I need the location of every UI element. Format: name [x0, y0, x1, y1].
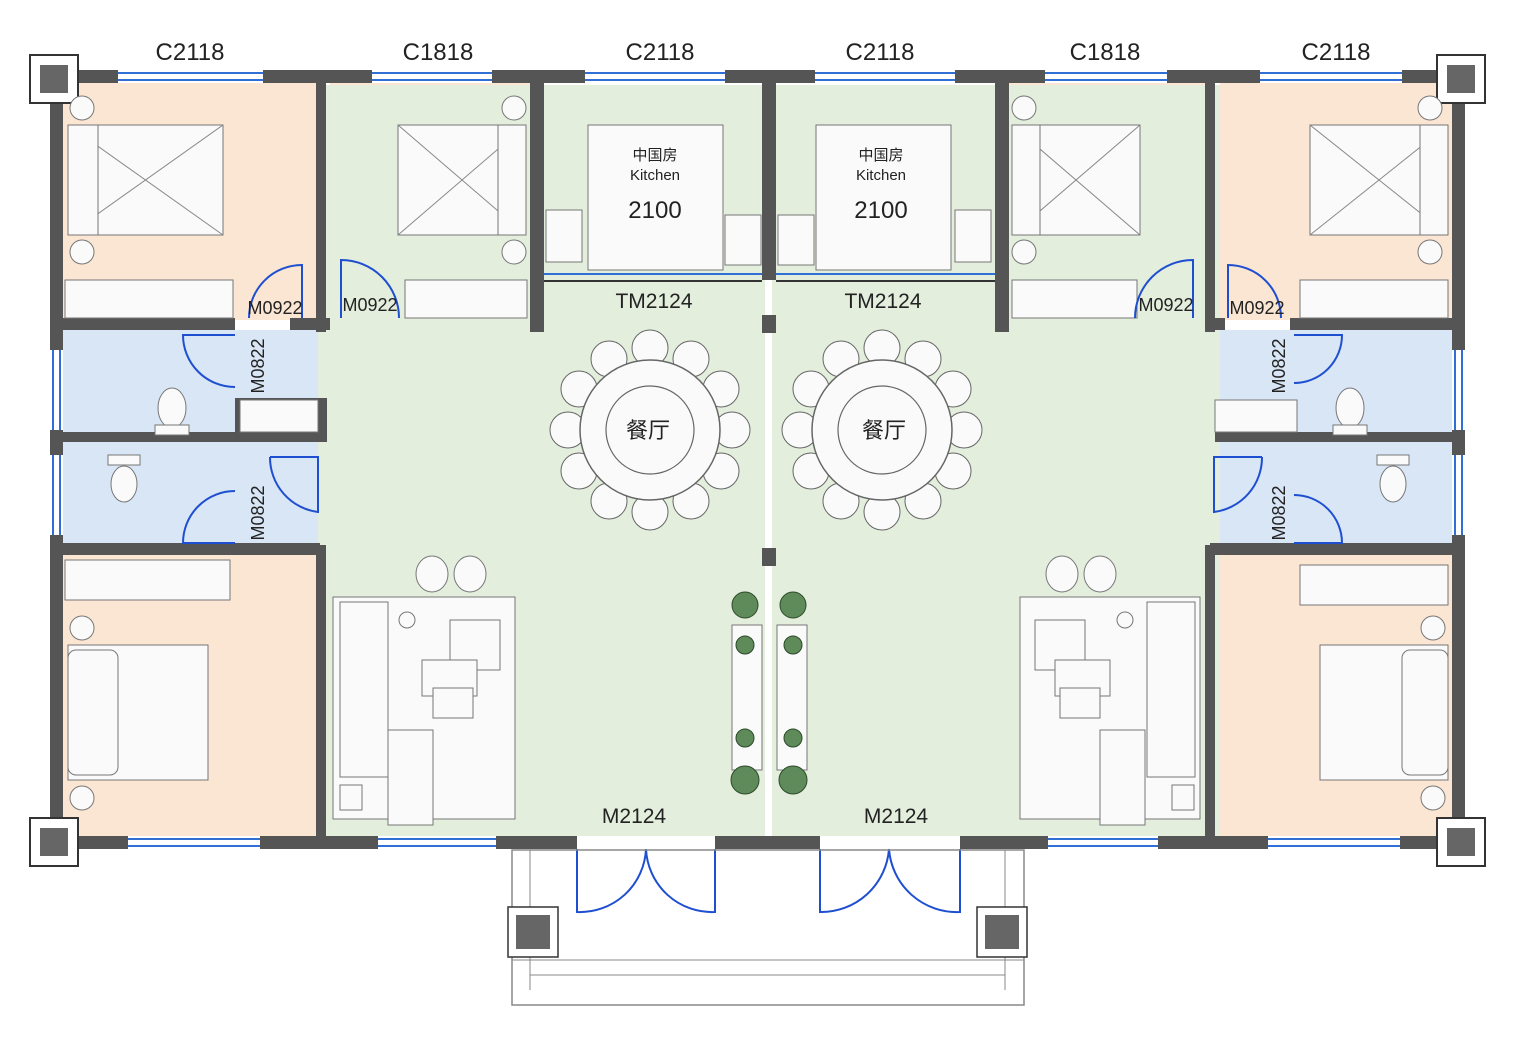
door-label-tm-left: TM2124 — [615, 290, 692, 313]
kitchen-left — [545, 124, 762, 271]
door-label-m0922-c: M0922 — [1138, 295, 1193, 315]
door-label-m0922-b: M0922 — [342, 295, 397, 315]
door-label-m0822-a: M0822 — [248, 338, 268, 393]
living-furniture-right — [1019, 555, 1201, 826]
door-label-entry-right: M2124 — [864, 805, 929, 828]
window-label-3: C2118 — [626, 39, 695, 66]
door-label-m0922-a: M0922 — [247, 298, 302, 318]
kitchen-left-size: 2100 — [628, 197, 681, 224]
door-label-m0922-d: M0922 — [1229, 298, 1284, 318]
window-label-5: C1818 — [1070, 39, 1141, 66]
kitchen-left-name-en: Kitchen — [630, 167, 680, 184]
bathroom-fixtures — [107, 387, 1410, 503]
corner-columns — [29, 54, 1486, 867]
door-label-m0822-c: M0822 — [1269, 338, 1289, 393]
window-label-4: C2118 — [846, 39, 915, 66]
dining-label-left: 餐厅 — [626, 418, 670, 443]
dining-table-right — [781, 329, 983, 531]
bedroom-furniture — [64, 95, 1449, 811]
dining-label-right: 餐厅 — [862, 418, 906, 443]
kitchen-right — [777, 124, 992, 271]
door-swings — [181, 258, 1344, 914]
dining-table-left — [549, 329, 751, 531]
wall-bottom — [50, 836, 1465, 849]
kitchen-right-name-cn: 中国房 — [858, 147, 903, 164]
window-label-2: C1818 — [403, 39, 474, 66]
front-porch — [507, 849, 1028, 1006]
living-furniture-left — [332, 555, 516, 826]
kitchen-right-name-en: Kitchen — [856, 167, 906, 184]
window-label-6: C2118 — [1302, 39, 1371, 66]
planters — [730, 591, 808, 795]
door-label-m0822-d: M0822 — [1269, 485, 1289, 540]
kitchen-left-name-cn: 中国房 — [632, 147, 677, 164]
door-label-tm-right: TM2124 — [844, 290, 921, 313]
window-openings — [50, 70, 1465, 849]
kitchen-right-size: 2100 — [854, 197, 907, 224]
door-label-entry-left: M2124 — [602, 805, 667, 828]
door-label-m0822-b: M0822 — [248, 485, 268, 540]
window-label-1: C2118 — [156, 39, 225, 66]
